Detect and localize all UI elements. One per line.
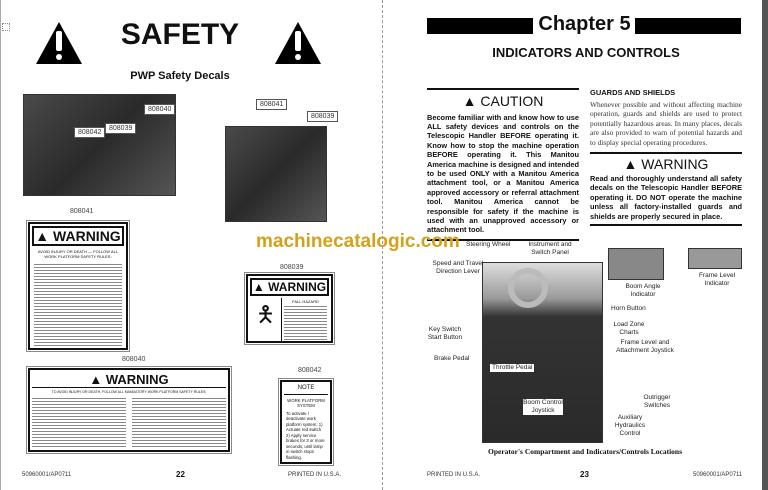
- page-number: 22: [176, 470, 185, 479]
- label-auxiliary: Auxiliary Hydraulics Control: [614, 414, 646, 437]
- warning-text: Read and thoroughly understand all safet…: [590, 174, 742, 221]
- scrollbar[interactable]: [762, 0, 768, 490]
- decal-heading: ▲ WARNING: [32, 372, 226, 388]
- decal-808040: ▲ WARNING TO AVOID INJURY OR DEATH, FOLL…: [26, 366, 232, 454]
- decal-intro: AVOID INJURY OR DEATH — FOLLOW ALL WORK …: [37, 249, 119, 259]
- label-frame-joystick: Frame Level and Attachment Joystick: [616, 339, 674, 354]
- machine-photo-boom: [225, 126, 327, 222]
- footer-printed: PRINTED IN U.S.A.: [427, 472, 481, 478]
- decal-tag: 808039: [307, 111, 339, 122]
- footer-code: 50960001/AP0711: [693, 472, 743, 478]
- section-heading: GUARDS AND SHIELDS: [590, 88, 676, 97]
- decal-intro: TO AVOID INJURY OR DEATH, FOLLOW ALL MAN…: [51, 390, 207, 394]
- decal-tag: 808039: [105, 123, 137, 134]
- decal-808041: ▲ WARNING AVOID INJURY OR DEATH — FOLLOW…: [26, 220, 130, 352]
- steering-wheel-image: [508, 268, 548, 308]
- frame-level-photo: [688, 248, 742, 269]
- label-boom-joystick: Boom Control Joystick: [523, 399, 563, 415]
- figure-caption: Operator's Compartment and Indicators/Co…: [487, 447, 683, 456]
- chapter-bar: [427, 18, 533, 34]
- label-key-switch: Key Switch Start Button: [427, 326, 463, 341]
- section-subtitle: PWP Safety Decals: [130, 70, 230, 82]
- label-brake-pedal: Brake Pedal: [434, 355, 470, 362]
- warning-heading: ▲ WARNING: [623, 156, 709, 173]
- decal-808039: ▲ WARNING 🯅 FALL HAZARD: [244, 272, 335, 345]
- decal-intro: WORK PLATFORM SYSTEM: [287, 397, 325, 409]
- warning-box: ▲ WARNING Read and thoroughly understand…: [590, 152, 742, 227]
- decal-heading: ▲ WARNING: [32, 226, 124, 246]
- decal-tag: 808040: [144, 104, 176, 115]
- decal-heading: NOTE: [284, 384, 328, 395]
- label-throttle-pedal: Throttle Pedal: [490, 364, 535, 372]
- boom-angle-photo: [608, 248, 664, 280]
- page-divider: [382, 0, 383, 490]
- page-title: SAFETY: [120, 18, 240, 51]
- chapter-title: INDICATORS AND CONTROLS: [492, 45, 680, 60]
- caution-text: Become familiar with and know how to use…: [427, 112, 579, 235]
- guards-section: GUARDS AND SHIELDS Whenever possible and…: [590, 88, 742, 227]
- label-instrument-panel: Instrument and Switch Panel: [528, 241, 572, 256]
- label-horn: Horn Button: [611, 305, 646, 312]
- label-load-zone: Load Zone Charts: [613, 321, 645, 336]
- label-speed-lever: Speed and Travel Direction Lever: [432, 260, 484, 275]
- page-number: 23: [580, 470, 589, 479]
- chapter-heading: Chapter 5: [538, 13, 631, 35]
- caution-box: ▲ CAUTION Become familiar with and know …: [427, 88, 579, 241]
- warning-triangle-icon: [36, 22, 82, 64]
- warning-triangle-icon: ▲: [623, 156, 638, 173]
- decal-id: 808039: [280, 264, 304, 271]
- label-boom-angle: Boom Angle Indicator: [625, 283, 661, 298]
- label-outrigger: Outrigger Switches: [643, 394, 671, 409]
- section-text: Whenever possible and without affecting …: [590, 100, 742, 147]
- decal-intro: FALL HAZARD: [292, 299, 319, 304]
- page-edge: [0, 0, 1, 490]
- footer-code: 50960001/AP0711: [22, 472, 72, 478]
- decal-heading: ▲ WARNING: [250, 278, 329, 296]
- decal-id: 808041: [70, 208, 94, 215]
- caution-heading: ▲ CAUTION: [462, 92, 544, 109]
- chapter-bar: [635, 18, 741, 34]
- watermark: machinecatalogic.com: [256, 231, 460, 252]
- footer-printed: PRINTED IN U.S.A.: [288, 472, 342, 478]
- label-frame-level: Frame Level Indicator: [698, 272, 736, 287]
- decal-id: 808040: [122, 356, 146, 363]
- bookmark-icon: [2, 23, 10, 31]
- decal-tag: 808041: [256, 99, 288, 110]
- decal-text: To activate / deactivate work platform s…: [286, 410, 325, 460]
- warning-triangle-icon: [275, 22, 321, 64]
- decal-808042: NOTE WORK PLATFORM SYSTEM To activate / …: [278, 378, 334, 466]
- fall-hazard-icon: 🯅: [250, 298, 282, 342]
- decal-tag: 808042: [74, 127, 106, 138]
- warning-triangle-icon: ▲: [462, 92, 477, 109]
- label-steering-wheel: Steering Wheel: [466, 241, 511, 248]
- decal-id: 808042: [298, 367, 322, 374]
